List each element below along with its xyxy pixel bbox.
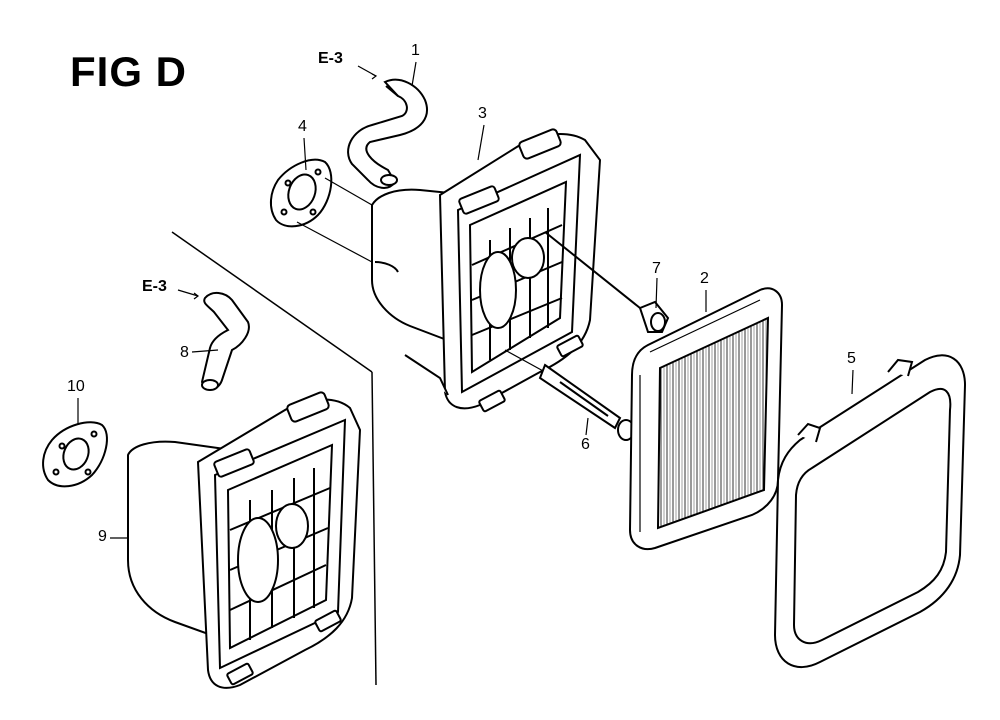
callout-5: 5 xyxy=(847,350,856,367)
callout-2: 2 xyxy=(700,270,709,287)
callout-1: 1 xyxy=(411,42,420,59)
breather-tube-upper xyxy=(347,78,428,189)
air-filter-element xyxy=(628,287,784,550)
reference-label-top: E-3 xyxy=(318,50,343,67)
gasket-upper xyxy=(270,158,333,228)
bolt-part-6 xyxy=(504,349,635,441)
callout-10: 10 xyxy=(67,378,85,395)
section-divider xyxy=(171,231,377,686)
callout-4: 4 xyxy=(298,118,307,135)
gasket-guide-lines xyxy=(296,177,373,263)
callout-7: 7 xyxy=(652,260,661,277)
figure-title: FIG D xyxy=(70,48,187,95)
gasket-lower xyxy=(42,421,108,488)
air-cleaner-case-lower xyxy=(127,391,362,689)
callout-9: 9 xyxy=(98,528,107,545)
air-cleaner-cover xyxy=(773,354,967,668)
callout-3: 3 xyxy=(478,105,487,122)
bolt-part-7 xyxy=(544,231,670,333)
reference-label-left: E-3 xyxy=(142,278,167,295)
callout-6: 6 xyxy=(581,436,590,453)
callout-leaders xyxy=(77,61,854,539)
callout-8: 8 xyxy=(180,344,189,361)
breather-tube-lower xyxy=(200,292,250,391)
air-cleaner-case-upper xyxy=(371,128,602,413)
